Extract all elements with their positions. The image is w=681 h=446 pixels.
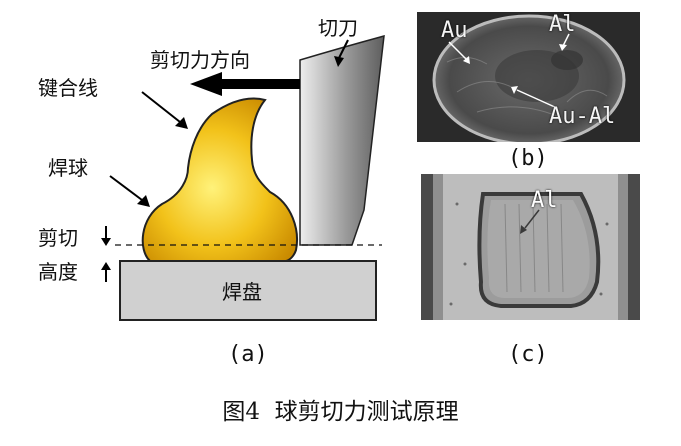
figure-title: 图4 球剪切力测试原理 — [222, 399, 459, 425]
bond-wire-label: 键合线 — [38, 76, 98, 100]
caption-b: (b) — [508, 146, 548, 171]
caption-a: (a) — [228, 342, 268, 367]
caption-c: (c) — [508, 342, 548, 367]
tool-label: 切刀 — [318, 16, 358, 40]
sem-au-label: Au — [441, 18, 468, 43]
ball-label: 焊球 — [48, 156, 88, 180]
sem-au-al-label: Au-Al — [549, 104, 616, 129]
sem-image-ball — [417, 12, 640, 142]
optical-image-pad — [421, 174, 640, 320]
leader-lines — [109, 39, 349, 207]
shear-test-schematic — [101, 34, 385, 321]
shear-height-arrows — [101, 226, 111, 282]
shear-direction-arrow — [190, 72, 300, 96]
optical-al-label: Al — [531, 188, 558, 213]
shear-direction-label: 剪切力方向 — [150, 48, 250, 72]
shear-tool — [299, 34, 385, 246]
bonding-pad — [119, 260, 377, 321]
shear-height-label-1: 剪切 — [38, 226, 78, 250]
sem-al-label: Al — [549, 12, 576, 37]
shear-height-label-2: 高度 — [38, 260, 78, 284]
gold-ball-and-wire — [141, 97, 298, 262]
pad-label: 焊盘 — [222, 280, 262, 304]
